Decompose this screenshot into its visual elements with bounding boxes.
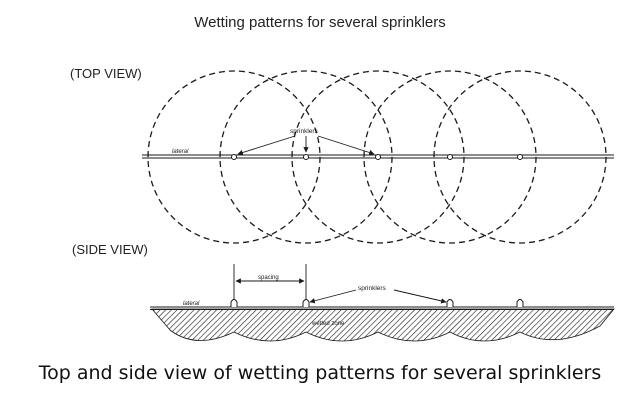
wetting-circle-3: [291, 70, 465, 244]
top-sprinklers: [231, 154, 523, 160]
sprinkler-top-3: [375, 154, 381, 160]
sprinkler-top-2: [303, 154, 309, 160]
wetting-circles: [147, 70, 607, 244]
side-lateral-pipe: [150, 306, 614, 310]
side-view-label: (SIDE VIEW): [72, 242, 148, 257]
side-sprinklers-label: sprinklers: [358, 285, 387, 292]
top-lateral-label: lateral: [172, 149, 189, 155]
sprinkler-side-1: [230, 299, 238, 307]
wetted-zone-hatching: [151, 308, 615, 342]
wetting-circle-5: [433, 70, 607, 244]
sprinkler-side-2: [302, 299, 310, 307]
side-sprinkler-arrows: [309, 289, 447, 304]
side-sprinklers: [230, 299, 524, 307]
top-view-label: (TOP VIEW): [70, 66, 142, 81]
wetting-circle-4: [363, 70, 537, 244]
sprinkler-top-4: [447, 154, 453, 160]
top-sprinklers-label: sprinklers: [290, 128, 319, 135]
sprinkler-side-4: [516, 299, 524, 307]
wetted-zone-label: wetted zone: [311, 321, 345, 327]
spacing-label: spacing: [258, 275, 279, 281]
wetting-circle-1: [147, 70, 321, 244]
figure-caption: Top and side view of wetting patterns fo…: [38, 362, 602, 384]
top-sprinkler-arrows: [237, 135, 375, 156]
sprinkler-top-1: [231, 154, 237, 160]
sprinkler-side-3: [446, 299, 454, 307]
diagram-title: Wetting patterns for several sprinklers: [194, 14, 446, 31]
side-lateral-label: lateral: [183, 301, 200, 307]
wetting-circle-2: [219, 70, 393, 244]
spacing-dimension: [233, 264, 307, 304]
sprinkler-top-5: [517, 154, 523, 160]
